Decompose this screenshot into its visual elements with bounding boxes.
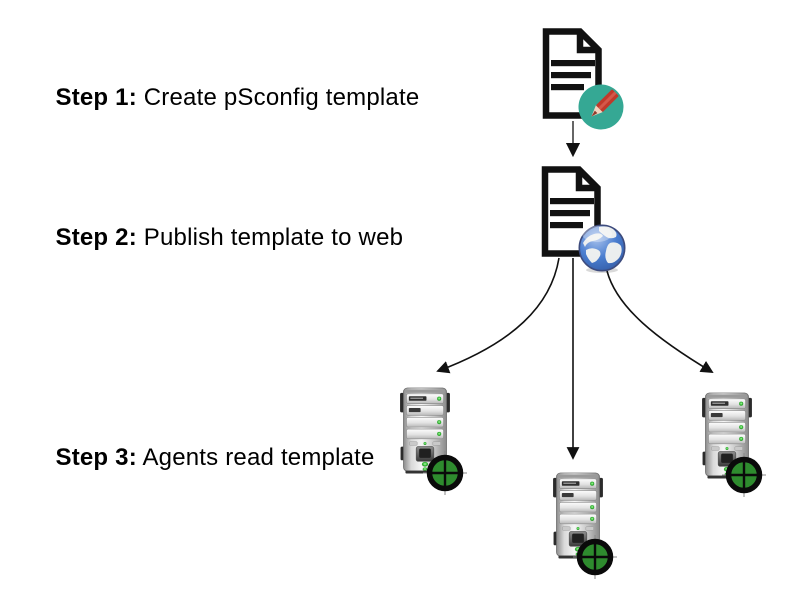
globe-web-badge-icon — [578, 224, 626, 273]
server-tower-icon — [400, 387, 450, 474]
step-1-prefix: Step 1: — [55, 84, 137, 111]
arrow-doc2-to-server-right — [606, 270, 714, 373]
green-target-badge-icon — [423, 451, 467, 495]
arrow-doc2-to-server-left — [436, 257, 560, 374]
green-target-badge-icon — [573, 535, 617, 579]
step-3-label: Step 3: Agents read template — [28, 416, 375, 500]
pencil-edit-badge-icon — [578, 84, 624, 130]
step-3-text: Agents read template — [136, 444, 375, 471]
green-target-badge-icon — [722, 453, 766, 497]
step-2-text: Publish template to web — [136, 224, 404, 251]
step-2-label: Step 2: Publish template to web — [28, 196, 403, 280]
step-2-prefix: Step 2: — [55, 224, 137, 251]
step-3-prefix: Step 3: — [55, 444, 137, 471]
step-1-label: Step 1: Create pSconfig template — [28, 56, 419, 140]
step-1-text: Create pSconfig template — [136, 84, 420, 111]
